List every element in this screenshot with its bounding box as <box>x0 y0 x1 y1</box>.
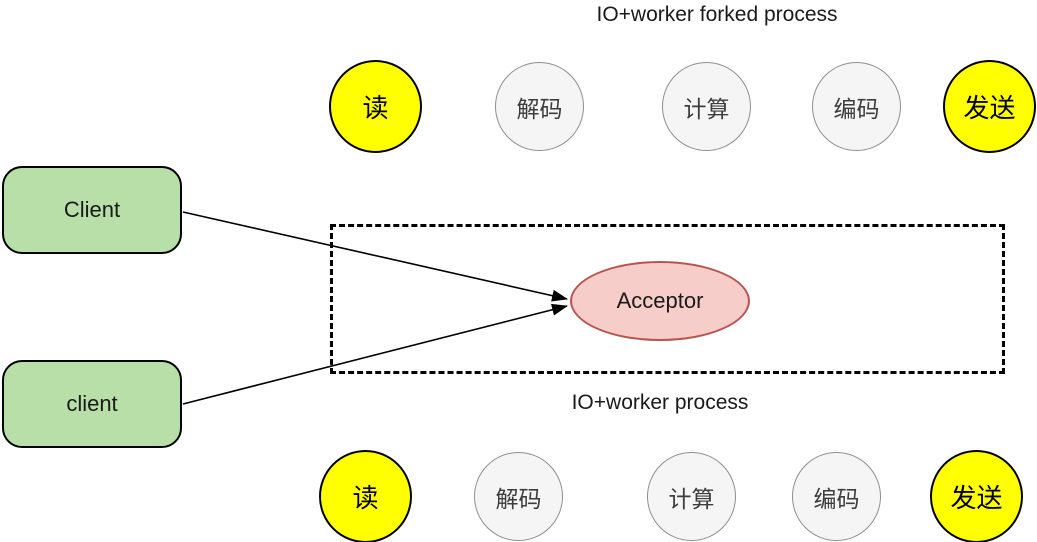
stage-compute-top: 计算 <box>662 62 751 151</box>
forked-process-title: IO+worker forked process <box>596 3 838 26</box>
stage-read-bottom: 读 <box>319 450 412 542</box>
client-node-upper: Client <box>2 166 182 254</box>
process-title: IO+worker process <box>571 391 749 414</box>
stage-encode-top: 编码 <box>812 62 901 151</box>
stage-read-top: 读 <box>329 60 422 153</box>
stage-decode-bottom: 解码 <box>474 452 563 541</box>
stage-send-bottom: 发送 <box>930 450 1023 542</box>
stage-compute-bottom: 计算 <box>647 452 736 541</box>
stage-decode-top: 解码 <box>495 62 584 151</box>
acceptor-node: Acceptor <box>570 261 750 341</box>
stage-encode-bottom: 编码 <box>792 452 881 541</box>
stage-send-top: 发送 <box>943 60 1036 153</box>
client-node-lower: client <box>2 360 182 448</box>
